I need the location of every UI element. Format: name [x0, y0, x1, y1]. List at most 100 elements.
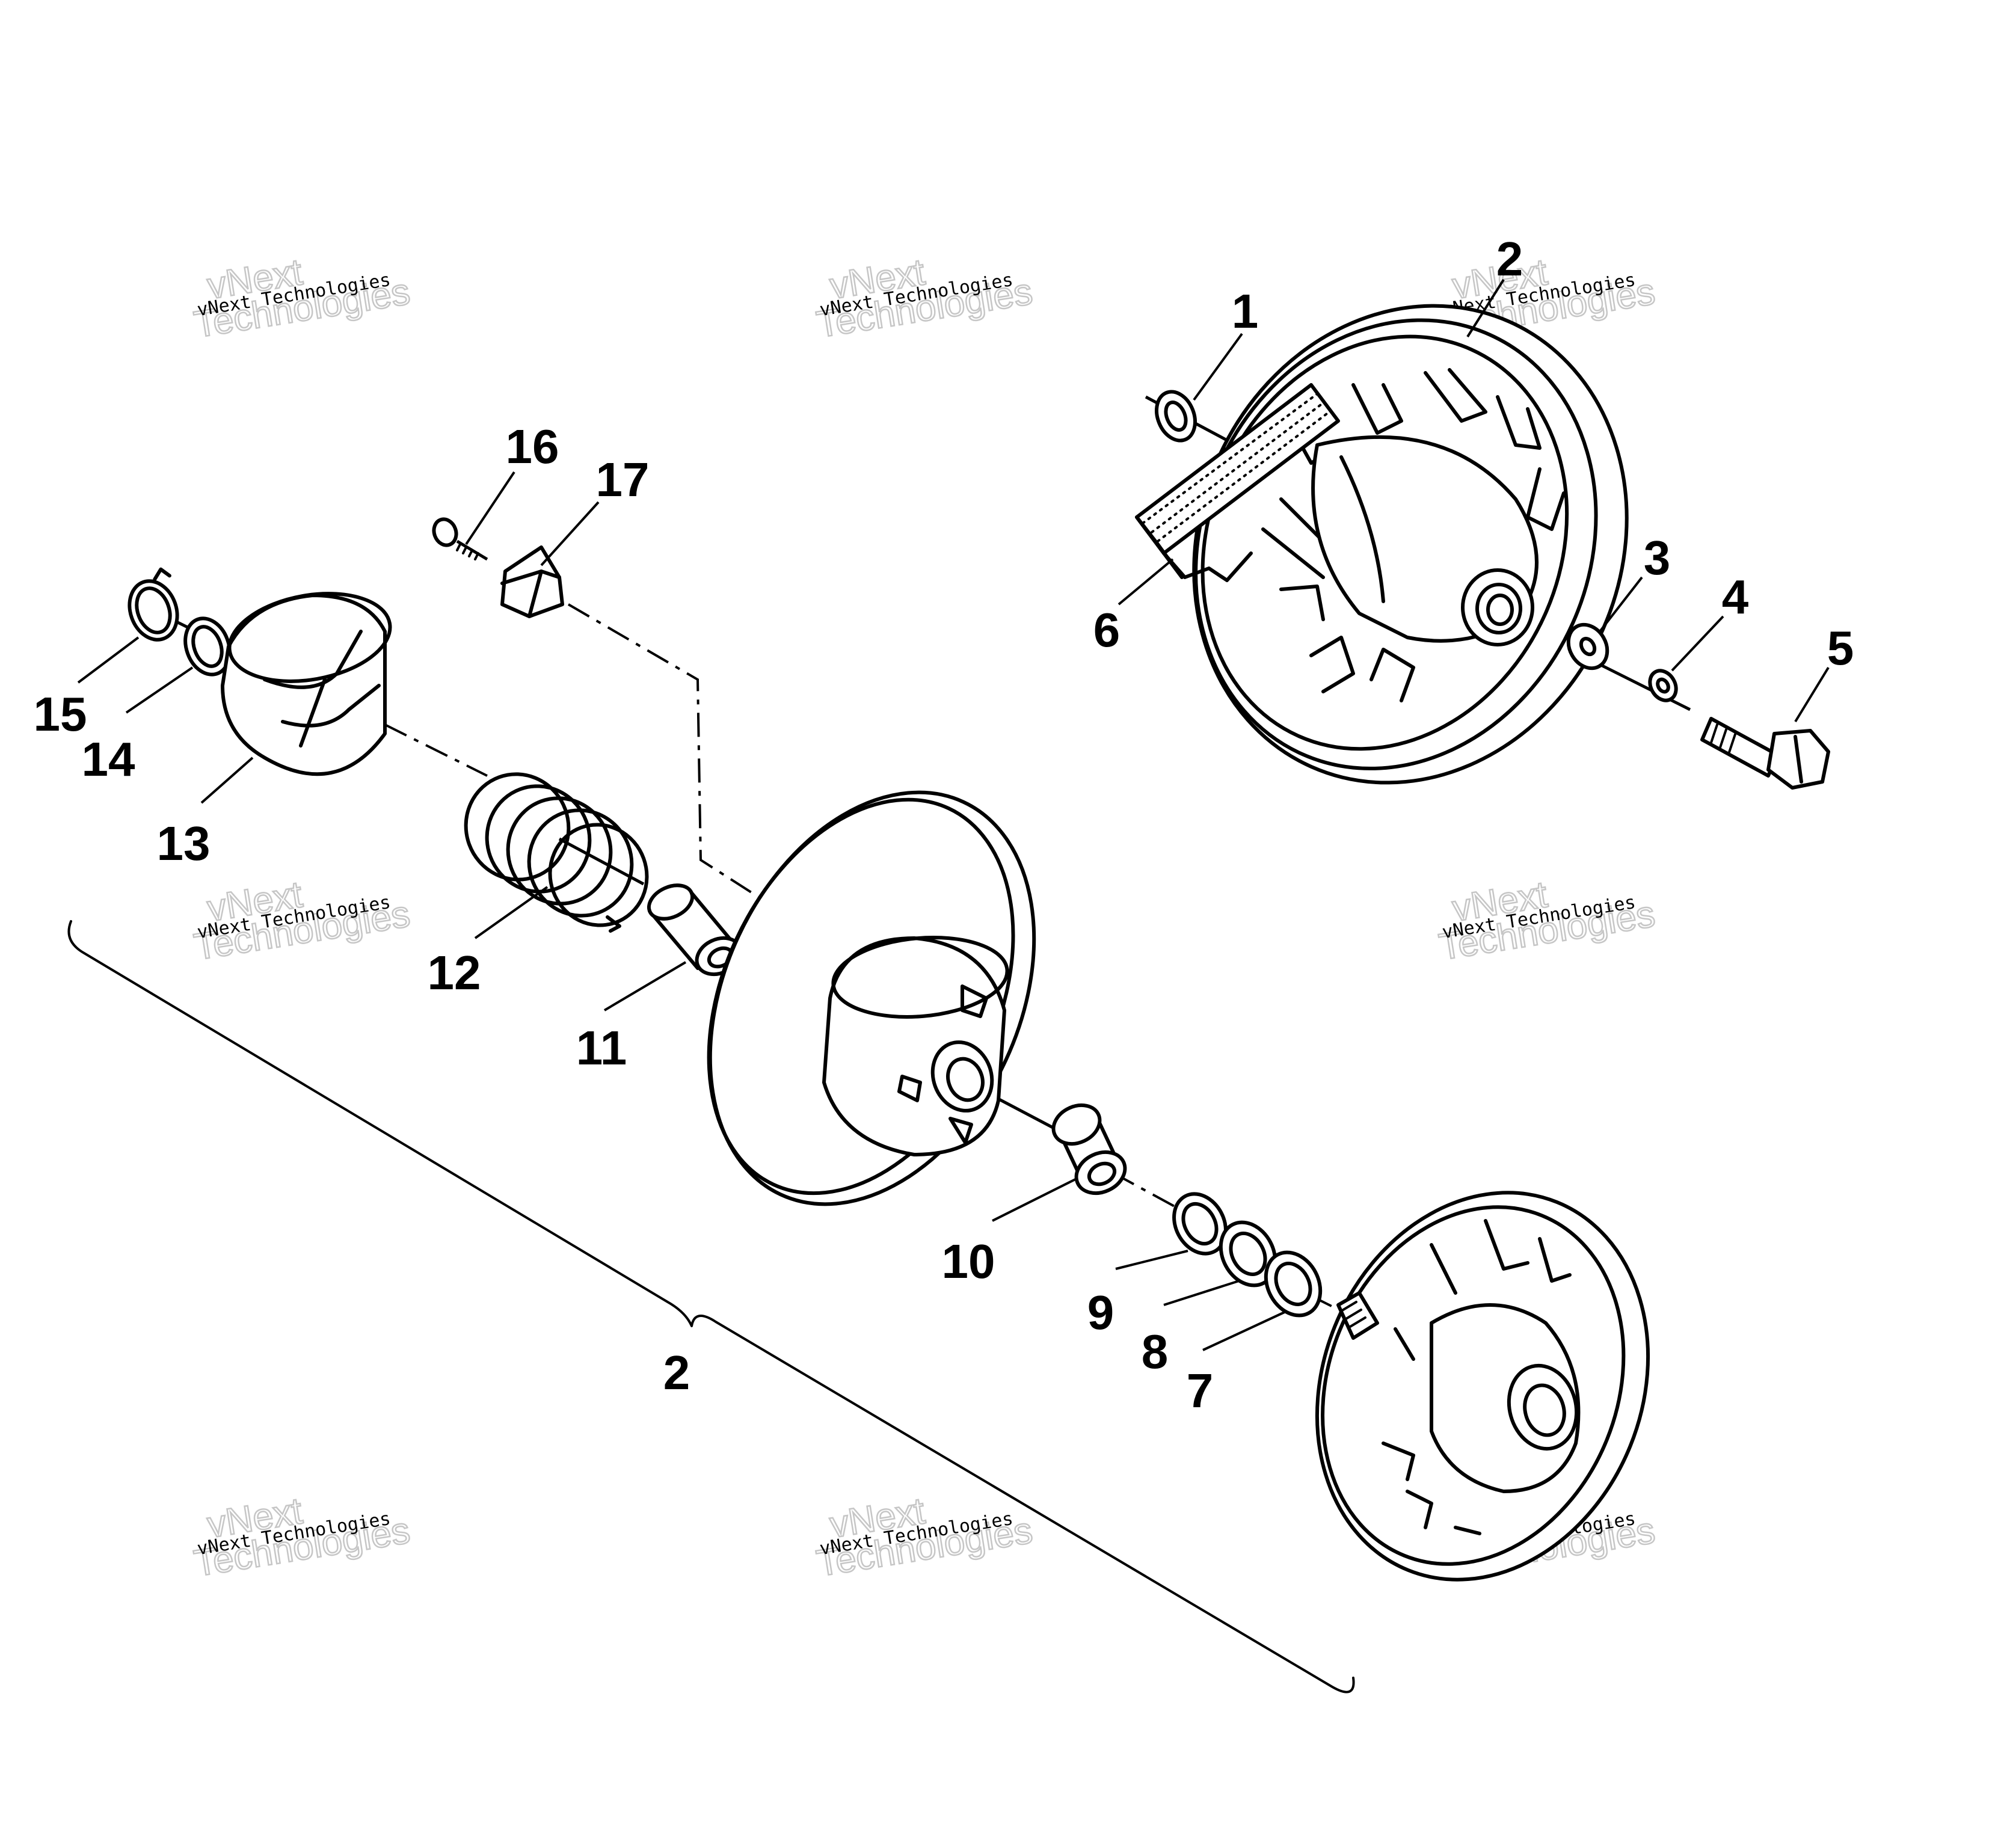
leader-17: [540, 501, 600, 566]
callout-4: 4: [1722, 570, 1749, 624]
hub-notch-1: [961, 984, 988, 1018]
leader-4: [1671, 615, 1724, 672]
part-17-ramp-button: [500, 545, 564, 618]
watermark-7: vNext Technologies vNext Technologies: [191, 1490, 414, 1586]
bushing-top: [1051, 1103, 1102, 1146]
part-5-bolt: [1700, 717, 1830, 790]
leader-5: [1794, 666, 1830, 723]
part-3-washer: [1566, 622, 1609, 671]
fin-6: [1406, 1490, 1433, 1529]
hub-curve: [1339, 455, 1385, 603]
cam-ramp-3: [299, 678, 327, 747]
cam-ramp-2: [281, 684, 381, 728]
fin-4: [1394, 1327, 1415, 1361]
bushing-top: [647, 883, 695, 921]
leader-1: [1193, 333, 1243, 401]
cam-body: [221, 594, 387, 776]
snapring-outer: [128, 579, 179, 642]
ramp-axis: [567, 603, 777, 909]
leader-10: [992, 1177, 1077, 1222]
leader-12: [474, 886, 549, 939]
screw-head: [432, 517, 458, 547]
spring-coil-1: [464, 772, 571, 882]
callout-6: 6: [1093, 603, 1120, 657]
bushing-bore: [1087, 1161, 1117, 1186]
part-16-screw: [432, 517, 479, 560]
leader-6: [1117, 558, 1174, 606]
part-8-washer: [1219, 1220, 1277, 1288]
callout-1: 1: [1232, 284, 1259, 338]
bolt-head-edge: [1794, 735, 1803, 784]
snapring-inner: [135, 586, 172, 634]
button-body: [500, 545, 564, 618]
callout-2-bracket: 2: [663, 1346, 690, 1399]
washer-inner: [1164, 401, 1188, 432]
washer-inner: [1579, 636, 1597, 657]
cam-ramp-1: [263, 630, 363, 689]
leader-2-top: [1466, 278, 1505, 338]
sheave-hub-top: [831, 936, 1009, 1019]
callout-11: 11: [576, 1021, 627, 1075]
hub-bore-mid: [1475, 583, 1522, 634]
washer-inner: [191, 625, 224, 668]
fin-5: [1382, 1441, 1415, 1481]
spring-coil-4: [527, 808, 634, 918]
bushing-face: [1074, 1150, 1127, 1196]
sheave-hub: [822, 936, 1006, 1156]
part-14-washer: [183, 616, 232, 677]
screw-thread: [456, 543, 479, 560]
snapring-tabs: [153, 567, 171, 582]
movable-sheave: [707, 790, 1036, 1206]
callout-9: 9: [1087, 1286, 1114, 1339]
leader-15: [77, 636, 140, 684]
hub-notch-3: [948, 1117, 973, 1144]
hub-bore-inner: [946, 1057, 985, 1102]
washer-inner: [1181, 1202, 1219, 1246]
leader-16: [465, 471, 515, 545]
washer-inner: [1274, 1261, 1312, 1307]
callout-13: 13: [157, 817, 211, 870]
fixed-sheave: [1315, 1191, 1650, 1582]
leader-14: [125, 666, 194, 714]
leader-3: [1599, 576, 1643, 633]
part-13-cam: [221, 592, 392, 776]
part-2-drive-sheave: [1135, 304, 1629, 785]
washer-outer: [1155, 390, 1197, 443]
callout-14: 14: [82, 732, 135, 786]
spring-coil-2: [485, 784, 592, 894]
bolt-shank: [1700, 717, 1779, 778]
part-1-washer: [1155, 390, 1197, 443]
callout-3: 3: [1644, 531, 1671, 585]
callout-numbers: 1 2 3 4 5 6 7 8 9 10 11 12 13 14 15 16 1…: [34, 232, 1854, 1417]
fin-1: [1484, 1219, 1529, 1271]
leader-13: [200, 757, 254, 804]
part-12-spring: [464, 772, 649, 933]
callout-15: 15: [34, 687, 87, 741]
fixed-hub-bore-inner: [1523, 1383, 1566, 1437]
callout-16: 16: [506, 420, 559, 473]
callout-5: 5: [1827, 621, 1854, 675]
fixed-sheave-rim-inner: [1321, 1205, 1626, 1566]
watermark-1: vNext Technologies vNext Technologies: [191, 251, 414, 347]
cam-top: [227, 592, 392, 683]
part-9-washer: [1172, 1192, 1228, 1256]
callout-12: 12: [428, 946, 481, 999]
leader-7: [1202, 1310, 1288, 1351]
button-side-edge: [527, 569, 543, 618]
part-10-bushing: [1051, 1103, 1127, 1196]
hub-bore-outer: [930, 1040, 994, 1113]
bracket-curve: [67, 920, 1355, 1693]
hub-notch-2: [897, 1075, 922, 1102]
lockwasher-outer: [1648, 669, 1678, 702]
watermark-2: vNext Technologies vNext Technologies: [813, 251, 1036, 347]
leader-lines: [77, 278, 1830, 1351]
spring-coil-3: [506, 796, 613, 906]
spring-coil-5: [548, 823, 649, 927]
spring-end: [606, 915, 621, 933]
hub-bore-inner: [1486, 594, 1514, 626]
part-7-washer: [1264, 1250, 1323, 1318]
callout-17: 17: [596, 453, 650, 506]
callout-7: 7: [1187, 1364, 1214, 1417]
